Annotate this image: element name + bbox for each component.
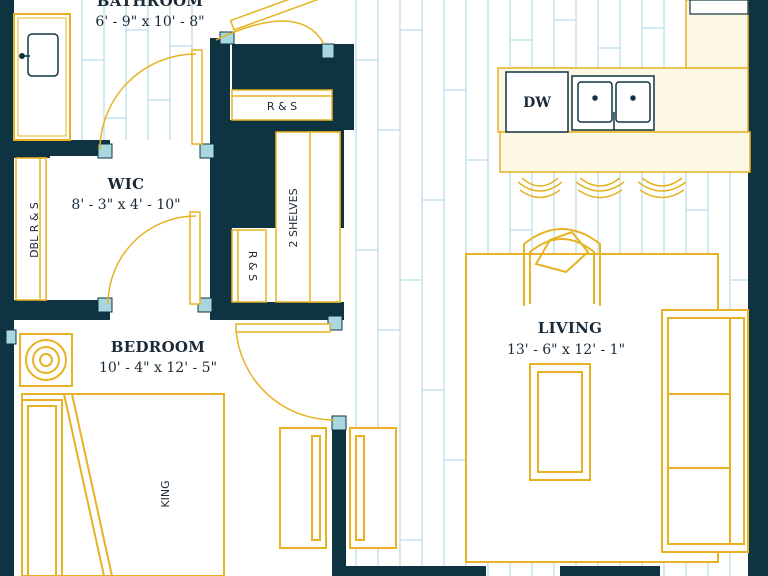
bedroom-lamp [19, 333, 73, 387]
dishwasher-label: DW [523, 95, 551, 111]
wall-bottom-stub [346, 566, 486, 576]
sofa-icon [661, 309, 749, 553]
bedroom-dims: 10' - 4" x 12' - 5" [99, 360, 217, 376]
chair-icon [523, 228, 601, 306]
door-bedroom [235, 323, 335, 421]
coffee-table [529, 363, 591, 481]
door-linen [215, 0, 325, 45]
bathroom-name: BATHROOM [97, 0, 203, 10]
kitchen-counter [497, 0, 751, 173]
sink-icon [19, 33, 59, 77]
wall-wic-left-block [0, 150, 50, 158]
shelves-unit [275, 131, 341, 303]
bar-stools [517, 177, 687, 199]
doors [99, 0, 335, 421]
double-sink-icon [571, 75, 655, 131]
bed-label: KING [159, 480, 172, 507]
living-dims: 13' - 6" x 12' - 1" [507, 342, 625, 358]
rs-bottom-label: R & S [246, 251, 259, 281]
wic-name: WIC [107, 175, 145, 193]
wall-wic-bottom [0, 300, 110, 320]
stool-icon [575, 177, 625, 199]
stool-icon [517, 177, 563, 199]
bath-vanity [13, 13, 71, 141]
door-wic [107, 211, 201, 305]
living-name: LIVING [538, 319, 603, 337]
door-jambs [5, 31, 347, 431]
wic-closet [15, 157, 47, 301]
wall-core-lower [210, 228, 232, 304]
rs-top-label: R & S [267, 100, 297, 113]
bed-icon [21, 393, 225, 576]
dressers [279, 427, 397, 549]
wall-core-bottom [210, 302, 344, 320]
closet-rs-top [231, 89, 333, 121]
bathroom-dims: 6' - 9" x 10' - 8" [95, 14, 204, 30]
dbl-rs-label: DBL R & S [28, 202, 41, 258]
wall-right [748, 0, 768, 576]
bedroom-name: BEDROOM [111, 338, 205, 356]
wall-bed-right [332, 420, 346, 576]
dishwasher [505, 71, 569, 133]
door-bathroom [99, 49, 203, 151]
wall-bottom-stub-2 [560, 566, 660, 576]
shelves-label: 2 SHELVES [287, 188, 300, 247]
closet-rs-bottom [231, 229, 267, 303]
stool-icon [637, 177, 687, 199]
wall-left [0, 0, 14, 576]
wic-dims: 8' - 3" x 4' - 10" [71, 197, 180, 213]
